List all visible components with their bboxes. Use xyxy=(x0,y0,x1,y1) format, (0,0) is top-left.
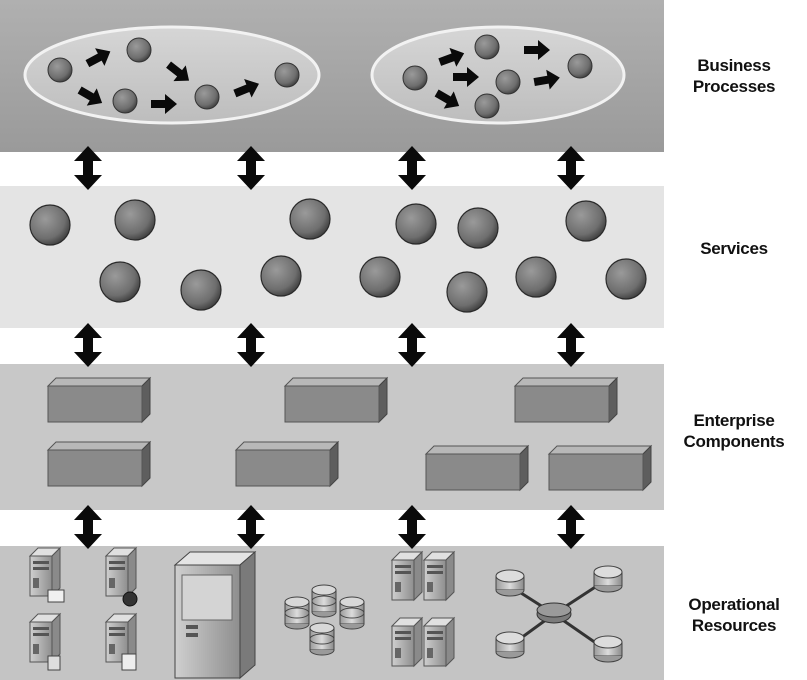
process-node xyxy=(474,34,500,60)
process-node xyxy=(274,62,300,88)
server-icon xyxy=(391,551,423,601)
network-hub-icon xyxy=(495,565,623,663)
process-node xyxy=(495,69,521,95)
database-icon xyxy=(309,622,335,656)
bidirectional-arrow-icon xyxy=(74,146,102,190)
service-icon xyxy=(260,255,302,297)
bidirectional-arrow-icon xyxy=(237,146,265,190)
process-group-left xyxy=(23,25,321,125)
label-line: Processes xyxy=(692,77,776,96)
server-icon xyxy=(423,617,455,667)
business-processes-label: Business Processes xyxy=(665,55,803,97)
component-icon xyxy=(235,441,339,487)
component-icon xyxy=(514,377,618,423)
services-band xyxy=(0,186,664,328)
bidirectional-arrow-icon xyxy=(557,505,585,549)
service-icon xyxy=(289,198,331,240)
bidirectional-arrow-icon xyxy=(557,146,585,190)
server-icon xyxy=(105,547,137,597)
service-icon xyxy=(29,204,71,246)
database-icon xyxy=(47,655,61,671)
document-icon xyxy=(47,589,65,603)
label-line: Enterprise xyxy=(693,411,775,430)
server-icon xyxy=(29,547,61,597)
process-node xyxy=(126,37,152,63)
service-icon xyxy=(446,271,488,313)
database-icon xyxy=(284,596,310,630)
database-icon xyxy=(311,584,337,618)
bidirectional-arrow-icon xyxy=(74,323,102,367)
bidirectional-arrow-icon xyxy=(74,505,102,549)
label-line: Operational xyxy=(688,595,780,614)
bidirectional-arrow-icon xyxy=(398,505,426,549)
process-node xyxy=(194,84,220,110)
component-icon xyxy=(548,445,652,491)
operational-resources-label: Operational Resources xyxy=(665,594,803,636)
process-node xyxy=(474,93,500,119)
services-label: Services xyxy=(665,238,803,259)
bidirectional-arrow-icon xyxy=(398,323,426,367)
service-icon xyxy=(99,261,141,303)
bidirectional-arrow-icon xyxy=(398,146,426,190)
service-icon xyxy=(114,199,156,241)
bidirectional-arrow-icon xyxy=(237,323,265,367)
label-line: Services xyxy=(700,239,768,258)
document-icon xyxy=(121,653,137,671)
service-icon xyxy=(180,269,222,311)
server-icon xyxy=(423,551,455,601)
server-icon xyxy=(391,617,423,667)
mainframe-server-icon xyxy=(173,550,257,680)
label-line: Resources xyxy=(691,616,777,635)
process-node xyxy=(47,57,73,83)
enterprise-components-label: Enterprise Components xyxy=(665,410,803,452)
label-line: Business xyxy=(697,56,771,75)
database-icon xyxy=(339,596,365,630)
component-icon xyxy=(425,445,529,491)
server-icon xyxy=(29,613,61,663)
component-icon xyxy=(47,441,151,487)
service-icon xyxy=(359,256,401,298)
resources-group xyxy=(29,547,623,680)
process-node xyxy=(112,88,138,114)
service-icon xyxy=(457,207,499,249)
label-line: Components xyxy=(683,432,785,451)
process-node xyxy=(567,53,593,79)
component-icon xyxy=(47,377,151,423)
service-icon xyxy=(605,258,647,300)
service-icon xyxy=(515,256,557,298)
bidirectional-arrow-icon xyxy=(557,323,585,367)
service-icon xyxy=(565,200,607,242)
service-icon xyxy=(395,203,437,245)
component-icon xyxy=(284,377,388,423)
process-node xyxy=(402,65,428,91)
bidirectional-arrow-icon xyxy=(237,505,265,549)
globe-icon xyxy=(122,591,138,607)
process-group-right xyxy=(370,25,626,125)
